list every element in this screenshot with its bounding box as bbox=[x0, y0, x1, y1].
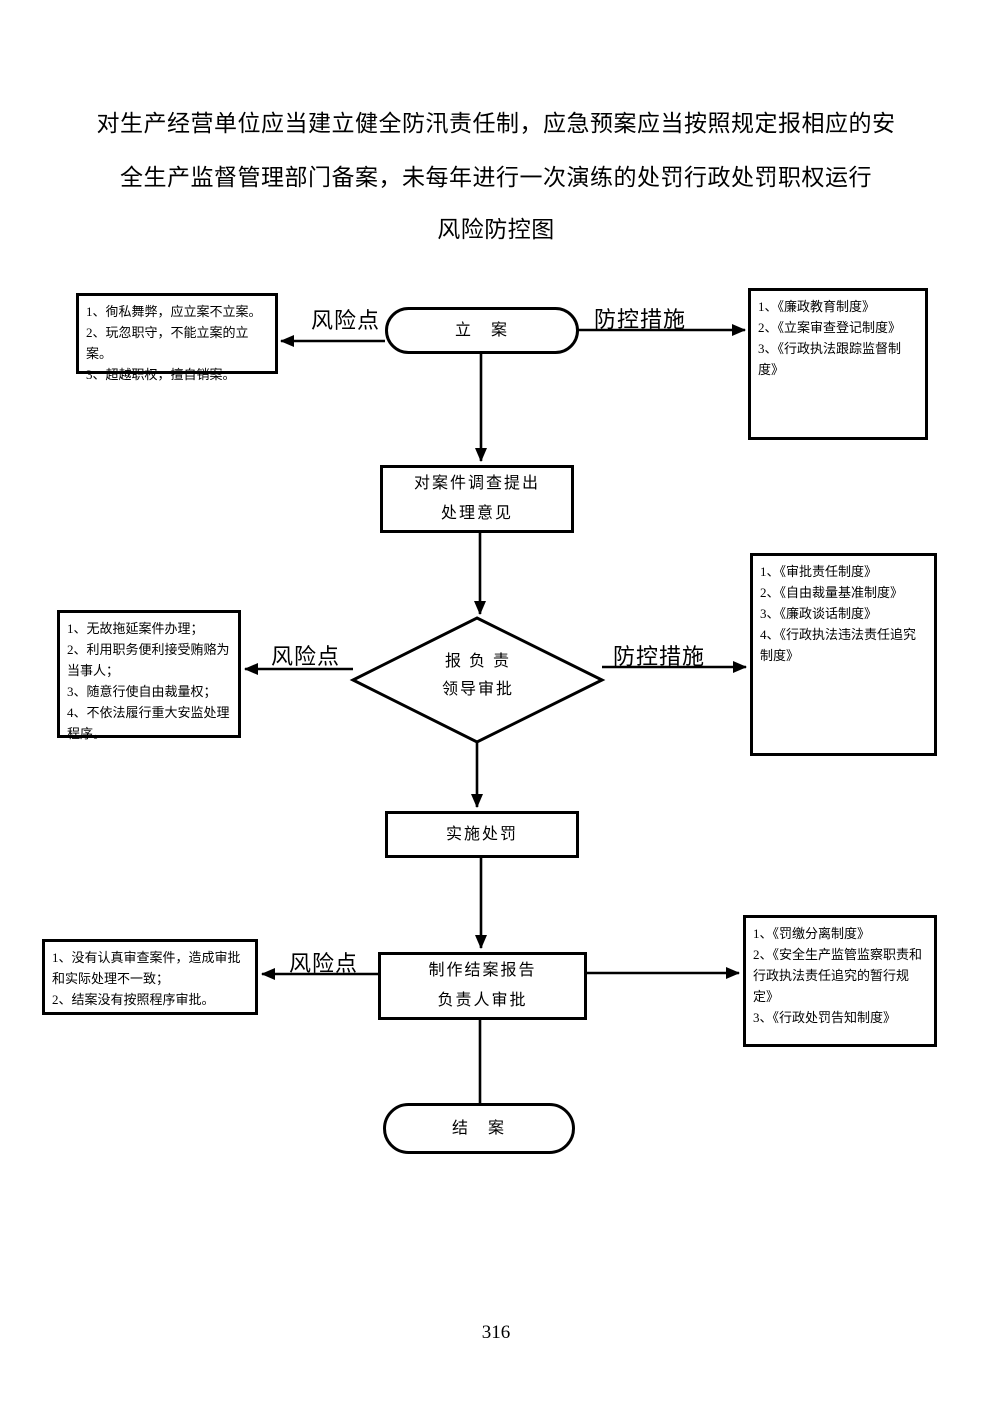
control-item: 2、《自由裁量基准制度》 bbox=[760, 585, 904, 601]
node-label: 立 案 bbox=[454, 321, 509, 339]
risk-item: 2、利用职务便利接受贿赂为当事人； bbox=[67, 642, 230, 679]
risk-item: 3、超越职权，擅自销案。 bbox=[86, 367, 236, 383]
flow-node-punish: 实施处罚 bbox=[385, 811, 579, 858]
label-risk-point-bottom: 风险点 bbox=[289, 951, 359, 976]
flow-node-investigate: 对案件调查提出 处理意见 bbox=[380, 465, 574, 533]
node-label: 结 案 bbox=[451, 1119, 506, 1137]
label-control-measures-top: 防控措施 bbox=[594, 307, 687, 332]
control-item: 4、《行政执法违法责任追究制度》 bbox=[760, 627, 917, 664]
node-label-line: 负责人审批 bbox=[437, 992, 528, 1009]
node-label: 实施处罚 bbox=[445, 825, 518, 843]
node-label-line: 处理意见 bbox=[440, 505, 513, 522]
risk-box-closing: 1、没有认真审查案件，造成审批和实际处理不一致； 2、结案没有按照程序审批。 bbox=[42, 939, 258, 1015]
control-box-approval: 1、《审批责任制度》 2、《自由裁量基准制度》 3、《廉政谈话制度》 4、《行政… bbox=[750, 553, 937, 756]
control-item: 2、《安全生产监管监察职责和行政执法责任追究的暂行规定》 bbox=[753, 947, 923, 1005]
page-title-line-2: 全生产监督管理部门备案，未每年进行一次演练的处罚行政处罚职权运行 bbox=[120, 165, 872, 190]
risk-box-filing: 1、徇私舞弊，应立案不立案。 2、玩忽职守，不能立案的立案。 3、超越职权，擅自… bbox=[76, 293, 278, 382]
risk-box-approval: 1、无故拖延案件办理； 2、利用职务便利接受贿赂为当事人； 3、随意行使自由裁量… bbox=[57, 610, 241, 741]
risk-item: 1、没有认真审查案件，造成审批和实际处理不一致； bbox=[52, 950, 241, 987]
risk-item: 3、随意行使自由裁量权； bbox=[67, 684, 217, 700]
control-item: 3、《行政执法跟踪监督制度》 bbox=[758, 341, 902, 378]
risk-item: 2、玩忽职守，不能立案的立案。 bbox=[86, 325, 249, 362]
risk-item: 2、结案没有按照程序审批。 bbox=[52, 992, 215, 1008]
node-label-line: 对案件调查提出 bbox=[413, 475, 540, 493]
control-box-filing: 1、《廉政教育制度》 2、《立案审查登记制度》 3、《行政执法跟踪监督制度》 bbox=[748, 288, 928, 440]
node-label-line: 制作结案报告 bbox=[428, 962, 537, 980]
flow-node-start-filing: 立 案 bbox=[385, 307, 579, 354]
page-title-line-1: 对生产经营单位应当建立健全防汛责任制，应急预案应当按照规定报相应的安 bbox=[96, 111, 896, 136]
node-label-line: 领导审批 bbox=[441, 681, 514, 698]
flow-node-end-closing: 结 案 bbox=[383, 1103, 575, 1154]
control-box-closing: 1、《罚缴分离制度》 2、《安全生产监管监察职责和行政执法责任追究的暂行规定》 … bbox=[743, 915, 937, 1047]
label-risk-point-mid: 风险点 bbox=[271, 644, 341, 669]
page-number: 316 bbox=[481, 1322, 511, 1343]
flow-node-report: 制作结案报告 负责人审批 bbox=[378, 952, 587, 1020]
control-item: 2、《立案审查登记制度》 bbox=[758, 320, 902, 336]
control-item: 3、《行政处罚告知制度》 bbox=[753, 1010, 897, 1026]
node-label-line: 报 负 责 bbox=[444, 653, 511, 670]
flow-node-decision: 报 负 责 领导审批 bbox=[352, 648, 604, 704]
control-item: 3、《廉政谈话制度》 bbox=[760, 606, 878, 622]
page-title-line-3: 风险防控图 bbox=[437, 217, 555, 242]
control-item: 1、《罚缴分离制度》 bbox=[753, 926, 871, 941]
risk-item: 4、不依法履行重大安监处理程序。 bbox=[67, 705, 230, 742]
risk-item: 1、徇私舞弊，应立案不立案。 bbox=[86, 304, 262, 319]
label-risk-point-top: 风险点 bbox=[311, 308, 381, 333]
control-item: 1、《审批责任制度》 bbox=[760, 564, 878, 579]
risk-item: 1、无故拖延案件办理； bbox=[67, 621, 204, 636]
label-control-measures-mid: 防控措施 bbox=[613, 644, 706, 669]
control-item: 1、《廉政教育制度》 bbox=[758, 299, 876, 314]
